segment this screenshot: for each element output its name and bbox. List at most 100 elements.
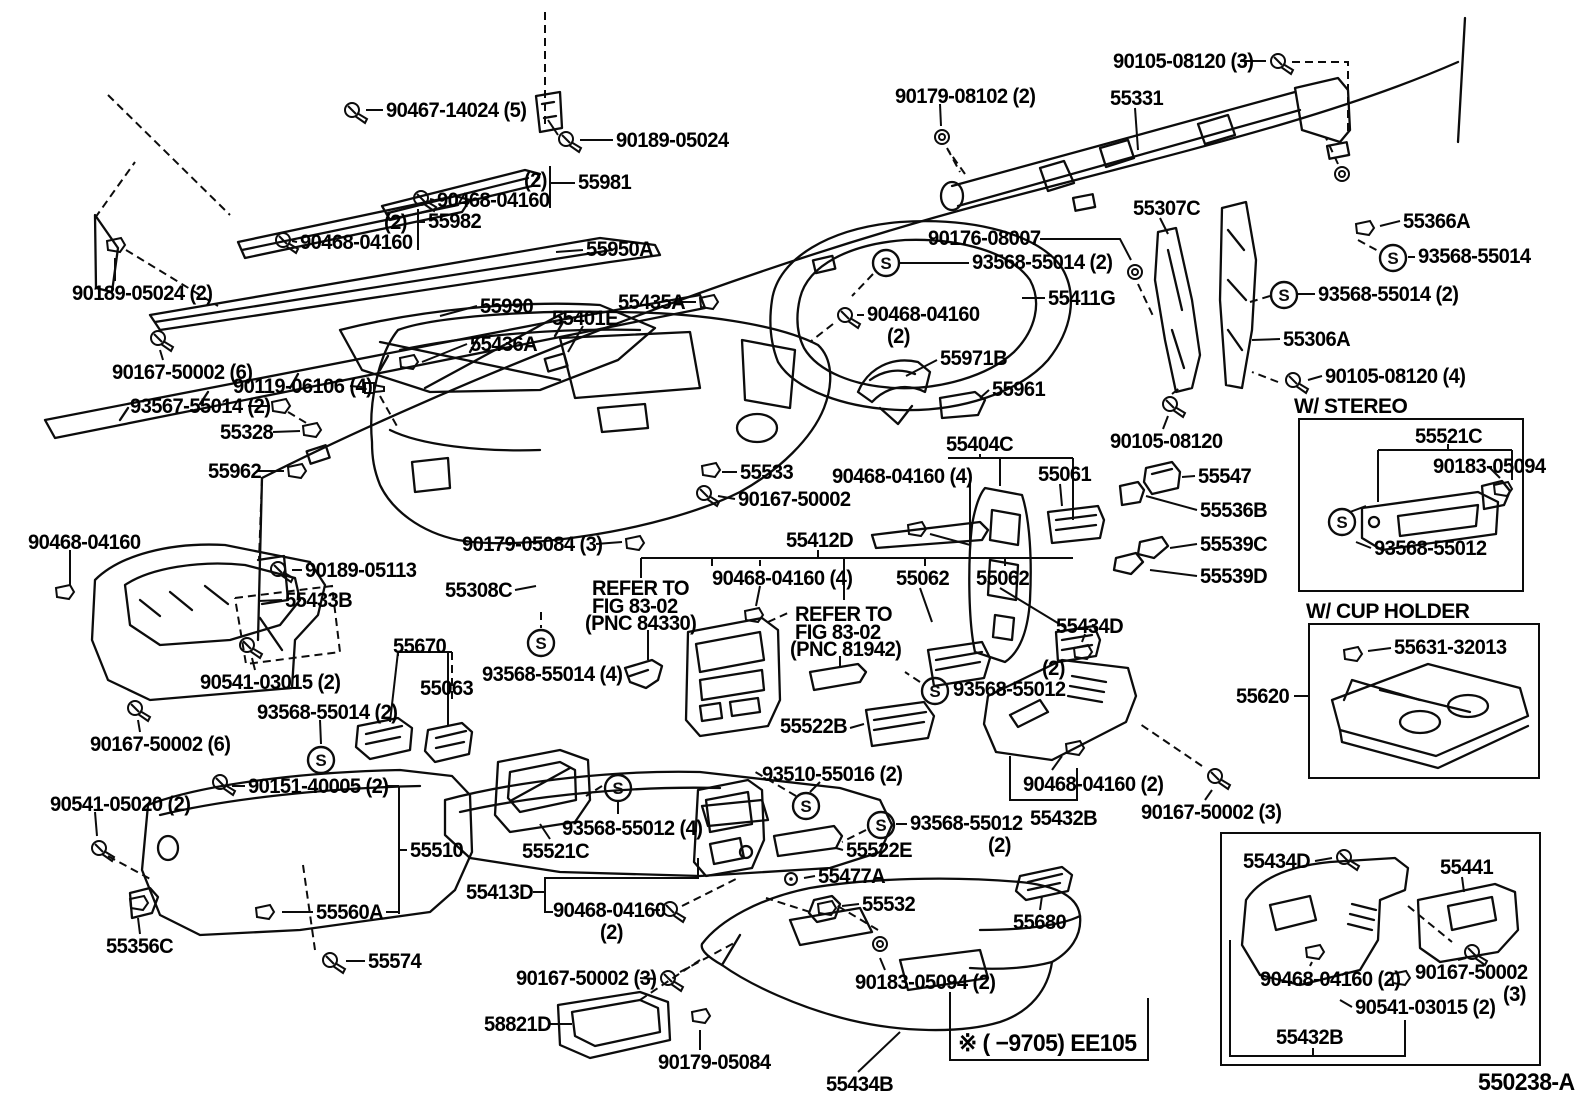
screw-icon xyxy=(662,901,687,924)
svg-text:S: S xyxy=(1387,249,1398,268)
part-label: 90167-50002 (3) xyxy=(516,967,657,990)
scircle-icon: S xyxy=(791,791,821,821)
part-label: 55521C xyxy=(522,840,590,863)
part-label: 55962 xyxy=(208,460,262,483)
part-label: 55328 xyxy=(220,421,274,444)
clip-icon xyxy=(906,520,928,538)
part-label: 55434D xyxy=(1056,615,1124,638)
part-label: 55982 xyxy=(428,210,482,233)
clip-icon xyxy=(1354,219,1376,237)
part-label: 90468-04160 xyxy=(300,231,413,254)
part-label: 90179-05084 (3) xyxy=(462,533,603,556)
screw-icon xyxy=(91,840,116,863)
part-label: 55435A xyxy=(618,291,686,314)
part-label: 55680 xyxy=(1013,911,1067,934)
clip-icon xyxy=(816,899,838,917)
clip-icon xyxy=(1304,943,1326,961)
screw-icon xyxy=(837,307,862,330)
clip-55539d xyxy=(1112,551,1145,576)
lower-panel-55432b-detail xyxy=(1240,856,1410,987)
part-label: 55532 xyxy=(862,893,916,916)
glovebox-frame-55433b xyxy=(90,543,327,702)
clip-icon xyxy=(743,606,765,624)
part-label: 55521C xyxy=(1415,425,1483,448)
part-label: 90468-04160 xyxy=(437,189,550,212)
clip-icon xyxy=(128,894,150,912)
instrument-panel-55401e xyxy=(370,310,832,545)
reinforcement-bar-55331 xyxy=(939,76,1352,212)
part-label: 90468-04160 (2) xyxy=(1023,773,1164,796)
nut-icon xyxy=(934,129,950,145)
part-label: 55061 xyxy=(1038,463,1092,486)
part-label: 55539D xyxy=(1200,565,1268,588)
part-label: (PNC 81942) xyxy=(790,638,902,661)
side-vent-55061 xyxy=(1046,504,1106,545)
screw-icon xyxy=(275,232,300,255)
brace-55306a xyxy=(1218,200,1258,390)
w-stereo-box xyxy=(1298,418,1524,592)
screw-icon xyxy=(1207,768,1232,791)
part-label: 55539C xyxy=(1200,533,1268,556)
part-label: 55432B xyxy=(1276,1026,1344,1049)
part-label: (PNC 84330) xyxy=(585,612,697,635)
part-label: 90167-50002 xyxy=(738,488,851,511)
part-label: 55401E xyxy=(552,307,619,330)
clip-icon xyxy=(1390,969,1412,987)
part-label: (2) xyxy=(887,325,910,348)
part-label: 55412D xyxy=(786,529,854,552)
key-cylinder-pnc84330 xyxy=(623,658,664,690)
part-label: 55477A xyxy=(818,865,886,888)
radio-unit-55521c-stereo xyxy=(1360,479,1512,552)
clip-icon xyxy=(398,353,420,371)
part-label: 90541-05020 (2) xyxy=(50,793,191,816)
clip-icon xyxy=(301,421,323,439)
wedge-55356c xyxy=(128,886,160,920)
part-label: 55522E xyxy=(846,839,913,862)
screw-icon xyxy=(558,131,583,154)
part-label: 90468-04160 xyxy=(867,303,980,326)
part-label: 90167-50002 (3) xyxy=(1141,801,1282,824)
part-label: 90167-50002 (6) xyxy=(112,361,253,384)
scircle-icon: S xyxy=(306,745,336,775)
cup-holder-tray xyxy=(1330,662,1530,770)
vent-55680 xyxy=(1014,865,1074,902)
part-label: (2) xyxy=(600,921,623,944)
part-label: 550238-A xyxy=(1478,1069,1575,1096)
screw-icon xyxy=(1270,53,1295,76)
svg-text:S: S xyxy=(875,816,886,835)
cluster-hood-55411g xyxy=(769,220,1073,426)
part-label: 90468-04160 (2) xyxy=(1260,968,1401,991)
part-label: 93568-55012 xyxy=(1374,537,1487,560)
part-label: FIG 83-02 xyxy=(592,595,678,618)
trim-strip-pnc81942 xyxy=(808,662,868,692)
part-label: 55547 xyxy=(1198,465,1252,488)
part-label: 90105-08120 (4) xyxy=(1325,365,1466,388)
scircle-icon: S xyxy=(1378,243,1408,273)
part-label: 90541-03015 (2) xyxy=(1355,996,1496,1019)
screw-icon xyxy=(696,485,721,508)
part-label: 55950A xyxy=(586,238,654,261)
svg-text:S: S xyxy=(880,254,891,273)
clip-icon xyxy=(624,534,646,552)
heater-control-panel xyxy=(684,616,782,738)
part-label: FIG 83-02 xyxy=(795,621,881,644)
part-label: 55306A xyxy=(1283,328,1351,351)
center-panel-55404c xyxy=(968,486,1032,664)
screw-icon xyxy=(212,774,237,797)
part-label: 93568-55014 xyxy=(1418,245,1531,268)
lower-panel-detail-box xyxy=(1220,832,1541,1066)
screw-icon xyxy=(1464,944,1489,967)
part-label: 55062 xyxy=(896,567,950,590)
svg-text:S: S xyxy=(1278,286,1289,305)
vent-55063 xyxy=(423,721,474,764)
clip-icon xyxy=(698,293,720,311)
part-label: 55413D xyxy=(466,881,534,904)
part-label: 55533 xyxy=(740,461,794,484)
part-label: 55574 xyxy=(368,950,422,973)
part-label: 90167-50002 xyxy=(1415,961,1528,984)
scircle-icon: S xyxy=(871,248,901,278)
w-cup-holder-box-title: W/ CUP HOLDER xyxy=(1306,600,1470,623)
